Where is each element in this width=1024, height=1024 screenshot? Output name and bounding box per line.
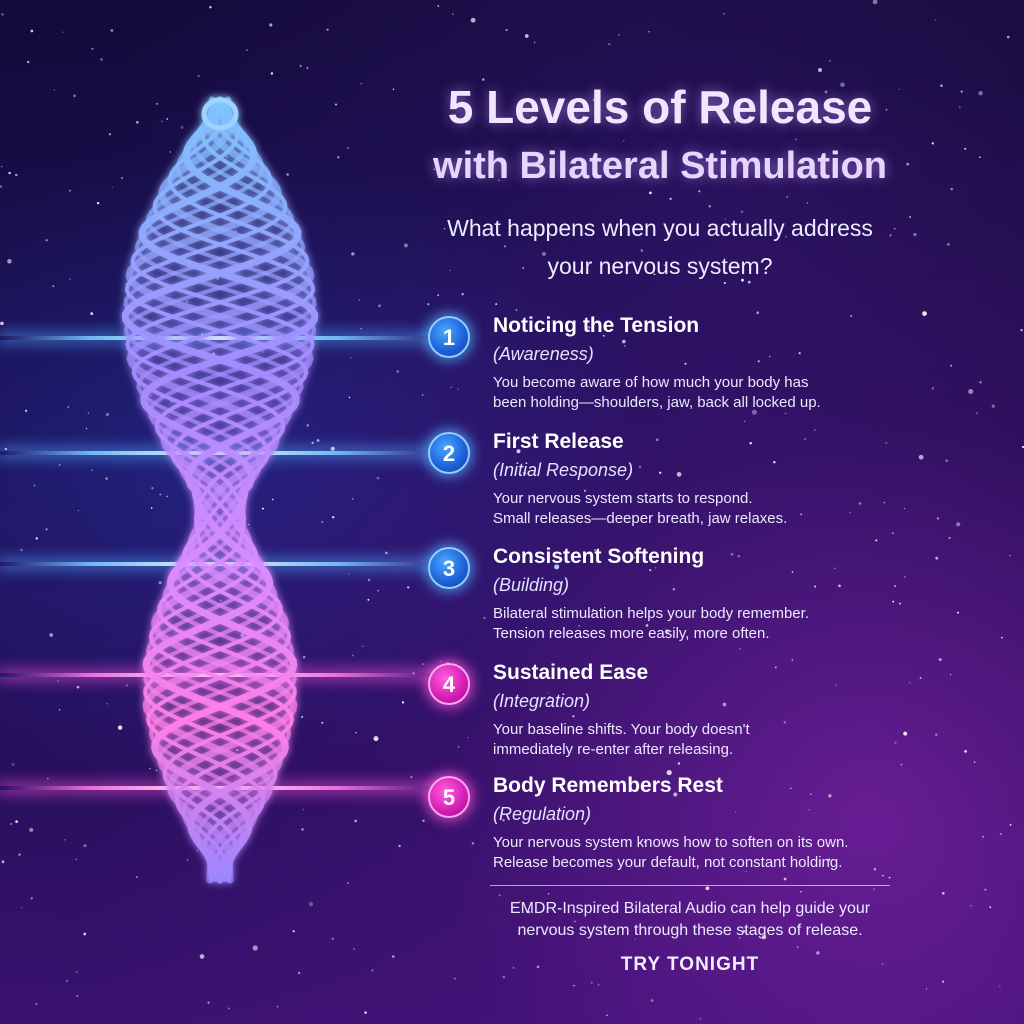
level-subtitle: (Awareness)	[493, 344, 594, 364]
level-description-line-2: immediately re-enter after releasing.	[493, 741, 734, 758]
level-description-line-1: Your nervous system starts to respond.	[493, 490, 753, 507]
level-subtitle: (Regulation)	[493, 804, 592, 824]
level-description-line-1: Bilateral stimulation helps your body re…	[493, 605, 809, 622]
try-tonight-cta[interactable]: TRY TONIGHT	[620, 954, 760, 975]
level-number-badge: 2	[428, 432, 470, 474]
level-4: 4 Sustained Ease (Integration) Your base…	[428, 661, 988, 771]
footer-text-line-1: EMDR-Inspired Bilateral Audio can help g…	[509, 900, 871, 917]
level-subtitle: (Building)	[493, 575, 570, 595]
level-description: Bilateral stimulation helps your body re…	[493, 604, 809, 644]
glowing-braid-illustration	[121, 96, 319, 884]
level-subtitle: (Initial Response)	[493, 460, 634, 480]
level-description: Your nervous system starts to respond. S…	[493, 489, 787, 529]
level-subtitle: (Integration)	[493, 691, 591, 711]
level-description: Your nervous system knows how to soften …	[493, 833, 848, 873]
level-description-line-2: Small releases—deeper breath, jaw relaxe…	[493, 510, 788, 527]
level-description-line-2: been holding—shoulders, jaw, back all lo…	[493, 394, 821, 411]
glow-line-1	[0, 336, 450, 340]
level-description-line-1: You become aware of how much your body h…	[493, 374, 809, 391]
level-title: Consistent Softening	[493, 545, 705, 568]
level-description: Your baseline shifts. Your body doesn't …	[493, 720, 750, 760]
page-subtitle-line-2: your nervous system?	[547, 253, 773, 279]
level-description-line-2: Tension releases more easily, more often…	[493, 625, 770, 642]
level-number-badge: 4	[428, 663, 470, 705]
footer-text-line-2: nervous system through these stages of r…	[517, 922, 863, 939]
level-title: First Release	[493, 430, 624, 453]
level-description-line-2: Release becomes your default, not consta…	[493, 854, 843, 871]
level-description-line-1: Your nervous system knows how to soften …	[493, 834, 849, 851]
page-subtitle: What happens when you actually address	[447, 215, 873, 241]
page-title-line-2: with Bilateral Stimulation	[433, 145, 887, 187]
level-number-badge: 5	[428, 776, 470, 818]
level-1: 1 Noticing the Tension (Awareness) You b…	[428, 314, 988, 424]
level-description-line-1: Your baseline shifts. Your body doesn't	[493, 721, 750, 738]
level-title: Noticing the Tension	[493, 314, 700, 337]
footer-divider	[490, 885, 890, 886]
level-number-badge: 1	[428, 316, 470, 358]
page-title: 5 Levels of Release	[447, 81, 873, 133]
level-number-badge: 3	[428, 547, 470, 589]
level-description: You become aware of how much your body h…	[493, 373, 821, 413]
level-5: 5 Body Remembers Rest (Regulation) Your …	[428, 774, 988, 884]
level-title: Sustained Ease	[493, 661, 649, 684]
level-3: 3 Consistent Softening (Building) Bilate…	[428, 545, 988, 655]
level-2: 2 First Release (Initial Response) Your …	[428, 430, 988, 540]
level-title: Body Remembers Rest	[493, 774, 723, 797]
